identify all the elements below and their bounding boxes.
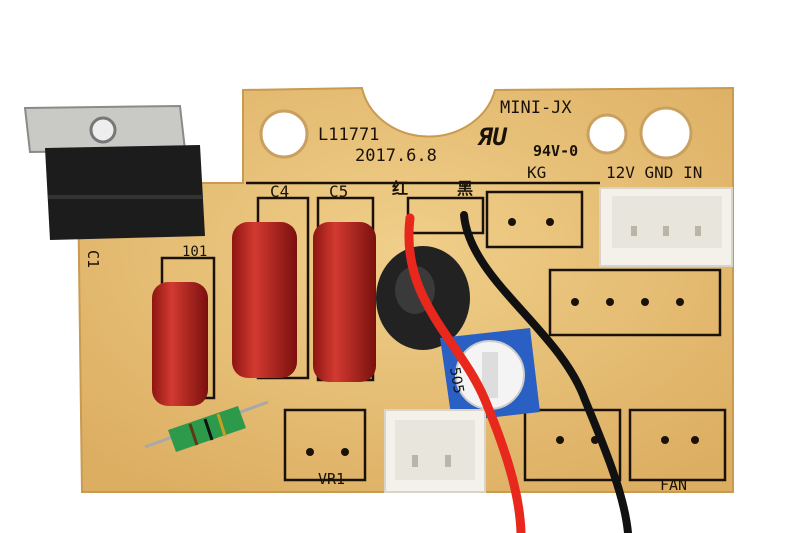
resistor [144,400,269,452]
red-wire-label: 红 [392,179,408,198]
fan-label: FAN [660,476,687,494]
part-number: L11771 [318,125,379,145]
kg-label: KG [527,163,546,182]
capacitor-101 [152,282,208,406]
potentiometer: 505 [440,328,540,422]
mounting-hole [639,106,693,160]
solder-pad [508,218,516,226]
power-in-label: 12V GND IN [606,163,702,182]
solder-pad [341,448,349,456]
solder-pad [691,436,699,444]
c5-label: C5 [329,182,348,201]
black-wire-label: 黑 [457,179,473,198]
wire-connector [384,409,486,493]
voltage-regulator [23,104,205,240]
mounting-hole [586,113,628,155]
cap-value-label: 101 [182,244,207,260]
vr1-outline [283,408,367,482]
vr1-label: VR1 [318,470,345,488]
connector-outline [548,268,722,337]
solder-pad [661,436,669,444]
model-name: MINI-JX [500,98,572,118]
date-code: 2017.6.8 [355,146,437,166]
black-wire [460,211,632,533]
solder-pad [571,298,579,306]
capacitor-c5 [313,222,376,382]
capacitor-c4 [232,222,297,378]
connector-outline [523,408,622,482]
solder-pad [606,298,614,306]
solder-pad [676,298,684,306]
solder-pad [641,298,649,306]
kg-connector-outline [485,190,584,249]
power-connector [599,187,733,267]
red-wire [404,213,526,533]
flammability-rating: 94V-0 [533,142,578,160]
solder-pad [556,436,564,444]
c4-label: C4 [270,182,289,201]
solder-pad [306,448,314,456]
potentiometer-marking: 505 [446,366,466,395]
mounting-hole [259,109,309,159]
ul-logo: ЯU [477,123,507,151]
c1-label: C1 [84,250,102,268]
solder-pad [546,218,554,226]
fan-connector-outline [628,408,727,482]
